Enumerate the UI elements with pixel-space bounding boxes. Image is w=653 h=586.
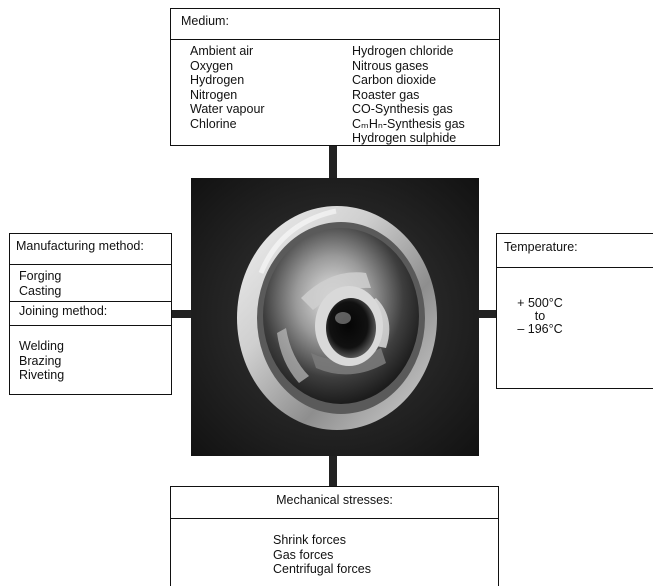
medium-item: Carbon dioxide bbox=[352, 73, 465, 88]
mechanical-item: Shrink forces bbox=[273, 533, 498, 548]
medium-left-list: Ambient air Oxygen Hydrogen Nitrogen Wat… bbox=[190, 44, 352, 146]
manufacturing-title: Manufacturing method: bbox=[10, 234, 171, 265]
mechanical-list: Shrink forces Gas forces Centrifugal for… bbox=[171, 519, 498, 577]
medium-item: Nitrogen bbox=[190, 88, 352, 103]
joining-item: Welding bbox=[19, 339, 171, 354]
medium-item: Water vapour bbox=[190, 102, 352, 117]
connector-top bbox=[329, 146, 337, 179]
medium-title: Medium: bbox=[171, 9, 499, 40]
medium-item: CO-Synthesis gas bbox=[352, 102, 465, 117]
impeller-photo bbox=[191, 178, 479, 456]
medium-right-list: Hydrogen chloride Nitrous gases Carbon d… bbox=[352, 44, 465, 146]
medium-item: Chlorine bbox=[190, 117, 352, 132]
joining-title: Joining method: bbox=[10, 301, 171, 326]
joining-item: Brazing bbox=[19, 354, 171, 369]
medium-item: Roaster gas bbox=[352, 88, 465, 103]
medium-item: CₘHₙ-Synthesis gas bbox=[352, 117, 465, 132]
manufacturing-item: Casting bbox=[19, 284, 171, 299]
medium-item: Hydrogen chloride bbox=[352, 44, 465, 59]
connector-right bbox=[478, 310, 497, 318]
manufacturing-list: Forging Casting bbox=[10, 265, 171, 301]
connector-bottom bbox=[329, 455, 337, 487]
medium-item: Nitrous gases bbox=[352, 59, 465, 74]
mechanical-item: Gas forces bbox=[273, 548, 498, 563]
joining-list: Welding Brazing Riveting bbox=[10, 326, 171, 383]
medium-box: Medium: Ambient air Oxygen Hydrogen Nitr… bbox=[170, 8, 500, 146]
medium-item: Oxygen bbox=[190, 59, 352, 74]
connector-left bbox=[172, 310, 192, 318]
temperature-box: Temperature: + 500°C to – 196°C bbox=[496, 233, 653, 389]
mechanical-item: Centrifugal forces bbox=[273, 562, 498, 577]
impeller-illustration bbox=[191, 178, 479, 456]
manufacturing-box: Manufacturing method: Forging Casting Jo… bbox=[9, 233, 172, 395]
temperature-range: + 500°C to – 196°C bbox=[497, 297, 583, 336]
temperature-title: Temperature: bbox=[497, 234, 653, 268]
manufacturing-item: Forging bbox=[19, 269, 171, 284]
medium-item: Hydrogen sulphide bbox=[352, 131, 465, 146]
temperature-low: – 196°C bbox=[497, 323, 583, 336]
joining-item: Riveting bbox=[19, 368, 171, 383]
medium-item: Hydrogen bbox=[190, 73, 352, 88]
mechanical-box: Mechanical stresses: Shrink forces Gas f… bbox=[170, 486, 499, 586]
medium-item: Ambient air bbox=[190, 44, 352, 59]
mechanical-title: Mechanical stresses: bbox=[171, 487, 498, 519]
